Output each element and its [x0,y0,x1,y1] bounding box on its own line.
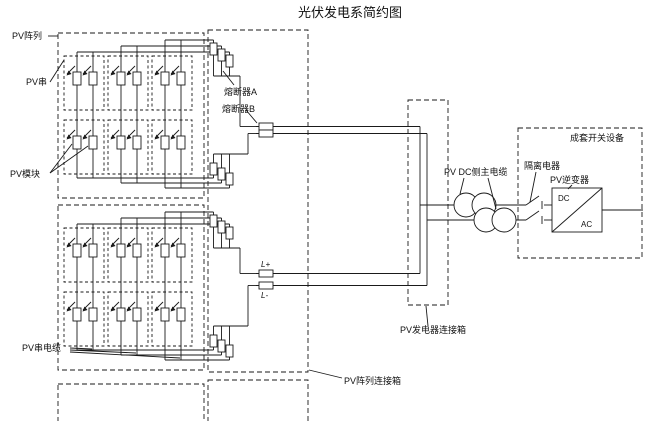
inverter-dc-label: DC [558,194,570,203]
pv-array-1-strings [64,56,192,174]
dc-main-cable-rings-icon [453,192,517,233]
inverter-symbol: DC AC [551,187,643,233]
label-switchgear: 成套开关设备 [570,132,624,143]
label-isolation-device: 隔离电器 [524,160,560,171]
label-fuse-b: 熔断器B [222,103,255,114]
junction-box-partial [207,379,309,421]
leader-lines [48,35,573,379]
pv-generator-junction-box [407,99,449,306]
switchgear-box [517,127,643,259]
label-pv-array-junction-box: PV阵列连接箱 [344,375,401,386]
label-l-plus: L+ [261,260,270,269]
array1-wiring [76,39,230,189]
label-pv-generator-junction-box: PV发电器连接箱 [400,324,466,335]
pv-array-2-strings [64,228,192,346]
fuse-group-l [255,269,277,290]
pv-array-1-box [57,32,205,199]
label-l-minus: L- [261,291,268,300]
junction-box-wiring-bottom [213,230,427,342]
label-pv-string: PV串 [26,77,47,87]
inverter-ac-label: AC [581,220,592,229]
pv-array-2-box [57,204,205,371]
label-pv-module: PV模块 [10,168,40,179]
isolator-switch-icon [525,195,552,224]
junction-box-wiring-top [213,58,427,170]
page-title: 光伏发电系简约图 [298,5,402,20]
label-pv-inverter: PV逆变器 [550,174,589,185]
label-pv-string-cable: PV串电缆 [22,342,61,353]
label-fuse-a: 熔断器A [224,86,257,97]
array2-wiring [76,211,230,361]
pv-array-junction-box [207,29,309,373]
fuse-group-b [255,122,277,138]
label-pv-array: PV阵列 [12,30,42,41]
label-pv-dc-main-cable: PV DC侧主电缆 [444,166,508,177]
pv-array-3-box-partial [57,383,205,421]
